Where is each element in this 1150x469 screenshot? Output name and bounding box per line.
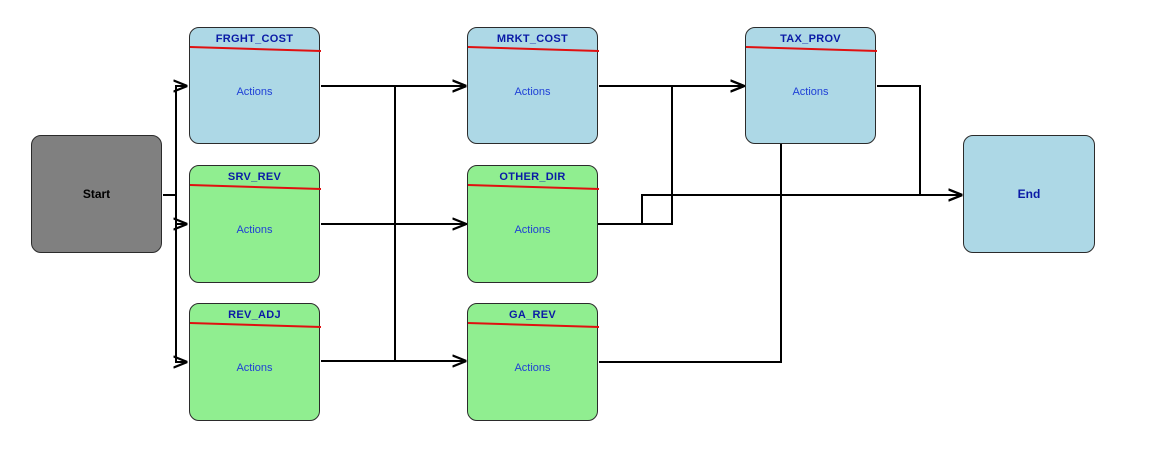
tax-prov-title: TAX_PROV bbox=[780, 33, 841, 45]
edge-start-frght-cost bbox=[163, 86, 186, 196]
rev-adj-actions[interactable]: Actions bbox=[236, 362, 273, 374]
mrkt-cost-node[interactable]: MRKT_COST Actions bbox=[467, 27, 599, 144]
start-label: Start bbox=[82, 187, 111, 201]
edge-srv-rev-end bbox=[641, 195, 961, 224]
end-node[interactable]: End bbox=[963, 135, 1095, 253]
rev-adj-node[interactable]: REV_ADJ Actions bbox=[189, 303, 321, 421]
mrkt-cost-actions[interactable]: Actions bbox=[514, 86, 551, 98]
title-underline bbox=[468, 322, 599, 328]
frght-cost-actions[interactable]: Actions bbox=[236, 86, 273, 98]
srv-rev-actions[interactable]: Actions bbox=[236, 224, 273, 236]
rev-adj-title: REV_ADJ bbox=[228, 309, 281, 321]
title-underline bbox=[190, 184, 321, 190]
title-underline bbox=[468, 46, 599, 52]
edge-tax-prov-end bbox=[877, 85, 961, 195]
edge-start-srv-rev bbox=[163, 194, 186, 224]
start-node[interactable]: Start bbox=[31, 135, 162, 253]
srv-rev-title: SRV_REV bbox=[227, 171, 282, 183]
edge-start-rev-adj bbox=[176, 224, 186, 362]
ga-rev-actions[interactable]: Actions bbox=[514, 362, 551, 374]
title-underline bbox=[468, 184, 599, 190]
other-dir-title: OTHER_DIR bbox=[499, 171, 566, 183]
other-dir-actions[interactable]: Actions bbox=[514, 224, 551, 236]
other-dir-node[interactable]: OTHER_DIR Actions bbox=[467, 165, 599, 283]
title-underline bbox=[190, 46, 321, 52]
end-label: End bbox=[1017, 187, 1041, 201]
srv-rev-node[interactable]: SRV_REV Actions bbox=[189, 165, 321, 283]
frght-cost-title: FRGHT_COST bbox=[215, 33, 294, 45]
title-underline bbox=[746, 46, 877, 52]
ga-rev-title: GA_REV bbox=[508, 309, 557, 321]
mrkt-cost-title: MRKT_COST bbox=[496, 33, 569, 45]
frght-cost-node[interactable]: FRGHT_COST Actions bbox=[189, 27, 321, 144]
tax-prov-node[interactable]: TAX_PROV Actions bbox=[745, 27, 877, 144]
tax-prov-actions[interactable]: Actions bbox=[792, 86, 829, 98]
ga-rev-node[interactable]: GA_REV Actions bbox=[467, 303, 599, 421]
title-underline bbox=[190, 322, 321, 328]
